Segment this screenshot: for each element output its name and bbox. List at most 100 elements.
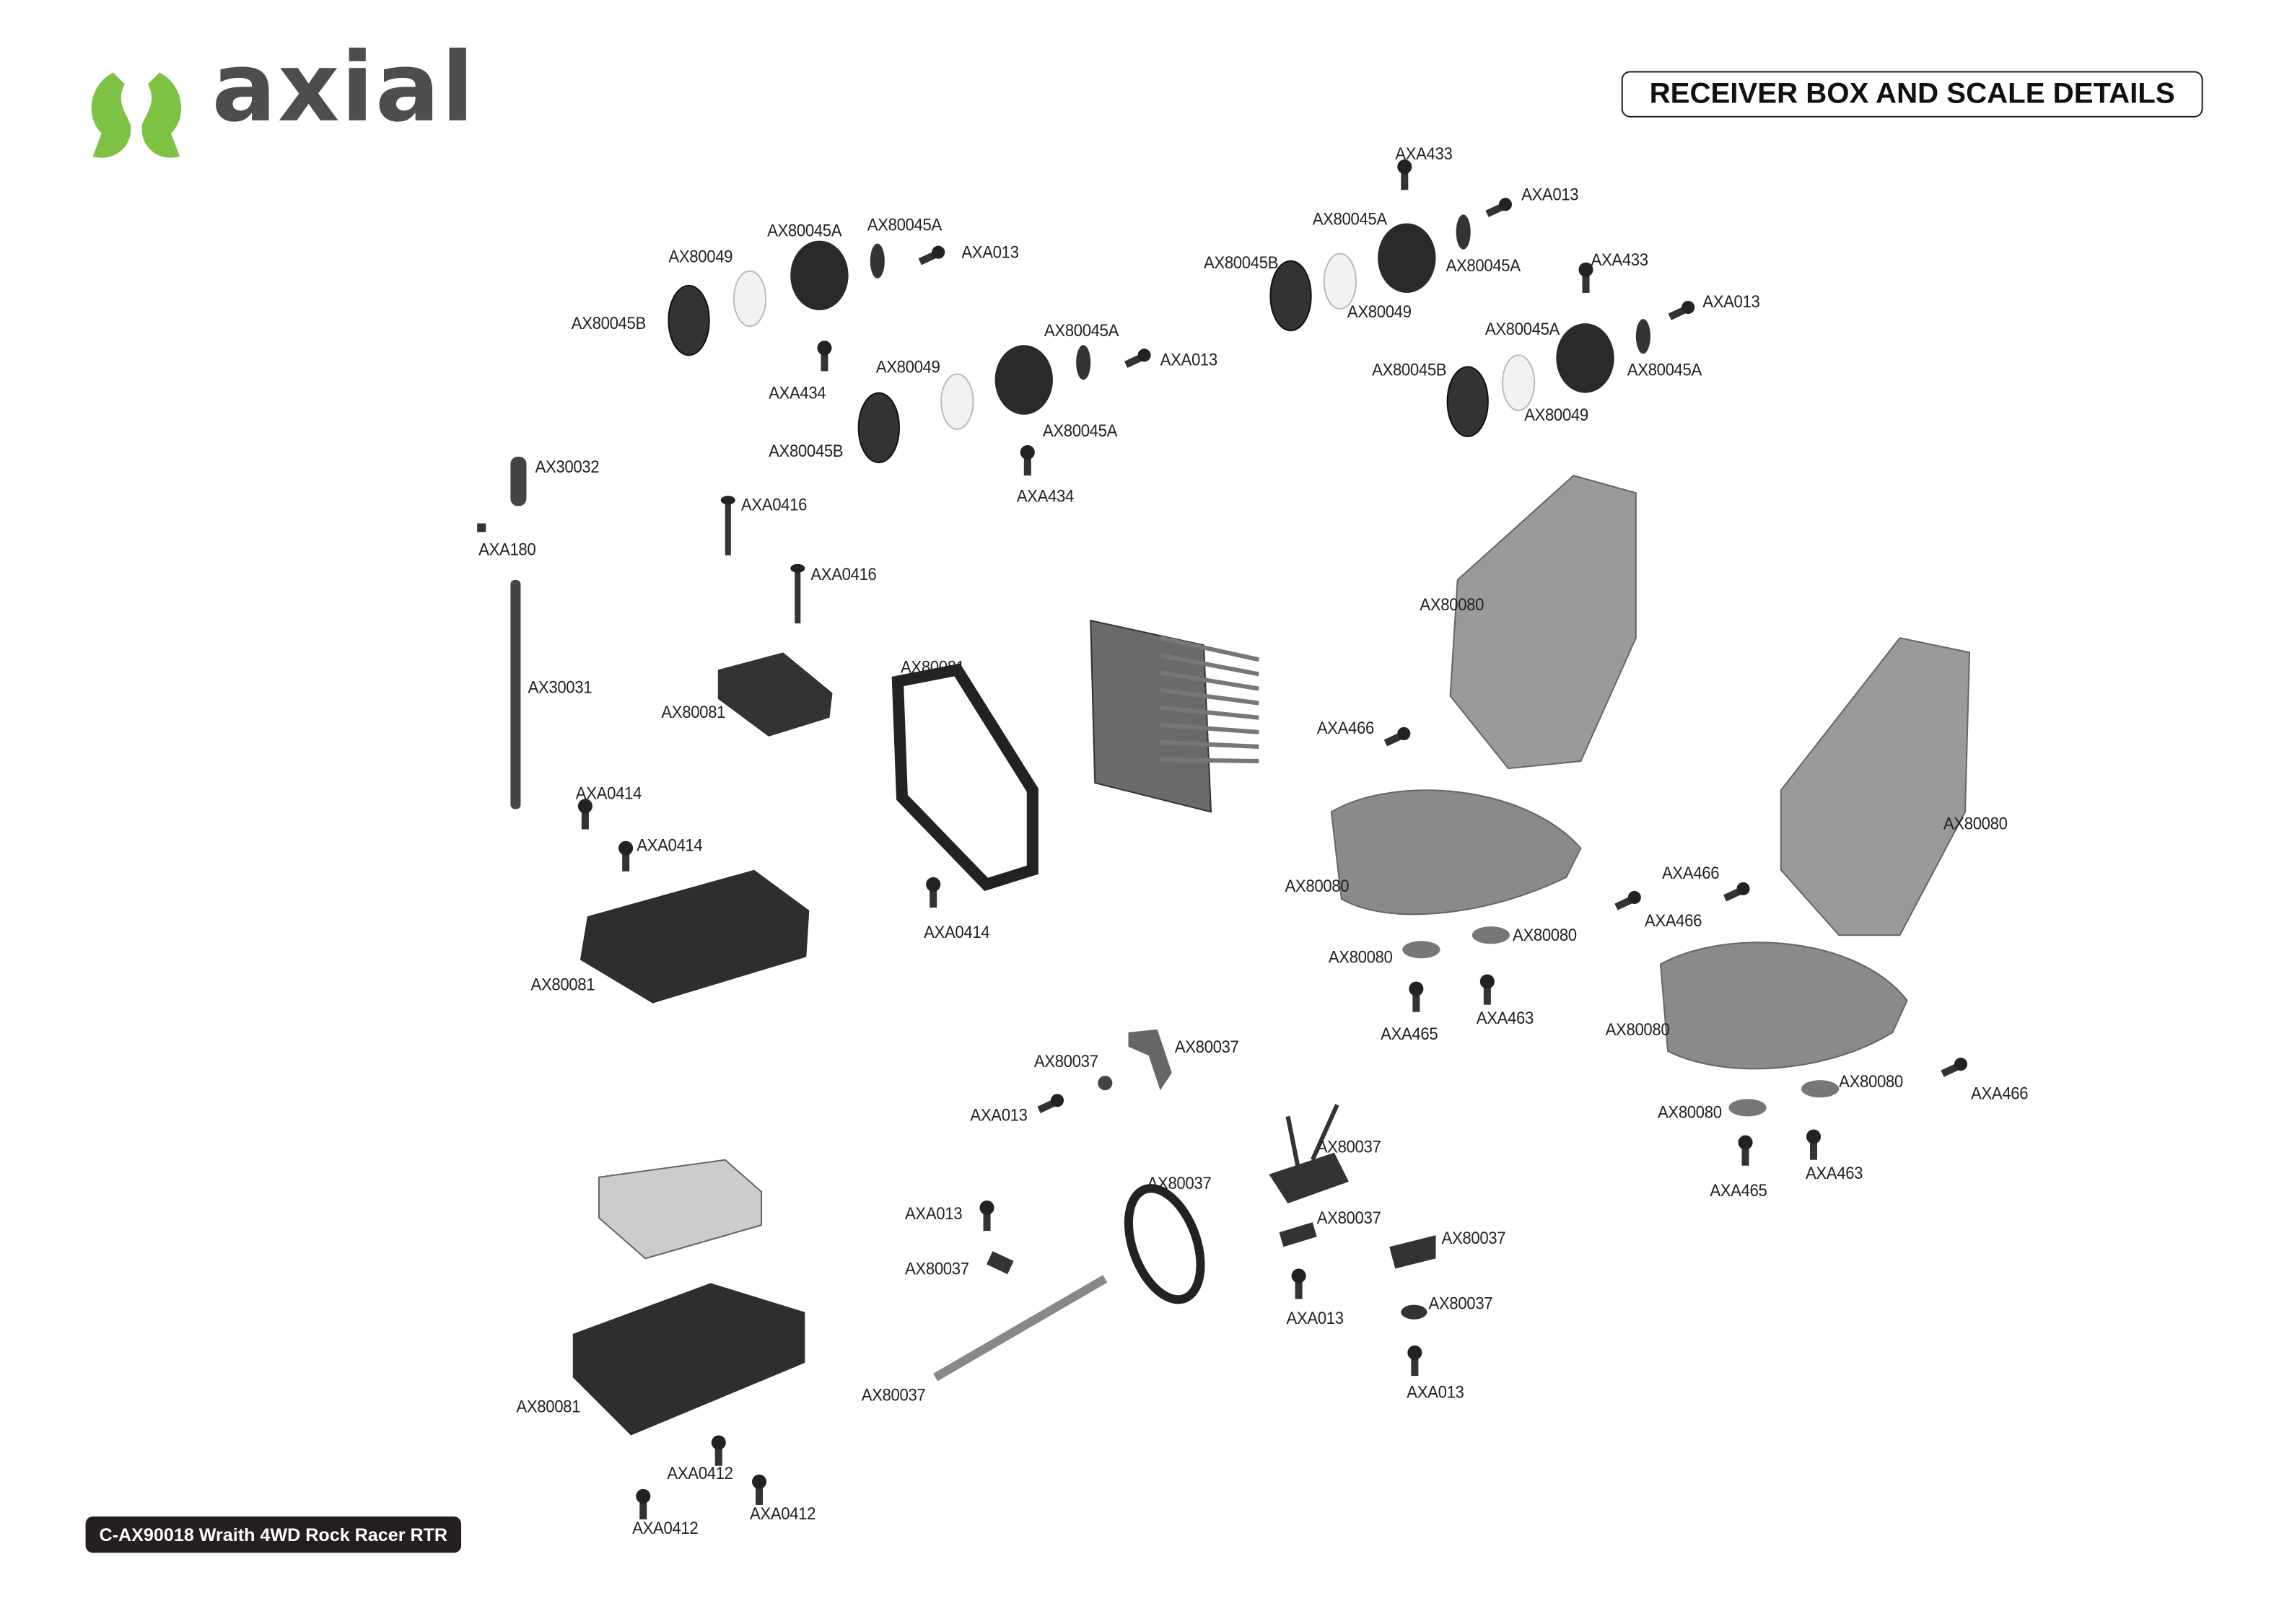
screw-head-icon [1397, 159, 1412, 175]
part-label: AX80045A [1042, 420, 1118, 441]
receiver-box-rack-icon [891, 663, 1038, 892]
screw-head-icon [1498, 198, 1513, 211]
part-label: AXA434 [1016, 486, 1075, 506]
screw-icon [1483, 981, 1491, 1005]
light-bucket-icon [790, 240, 849, 311]
seat-back-icon [1449, 475, 1637, 770]
washer-icon [1402, 941, 1440, 959]
part-label: AX80049 [668, 246, 733, 267]
part-label: AX80049 [875, 356, 940, 377]
screw-icon [1295, 1276, 1303, 1299]
screw-head-icon [1954, 1058, 1968, 1071]
screw-head-icon [1407, 1345, 1422, 1361]
screw-head-icon [790, 563, 805, 573]
screw-head-icon [817, 341, 832, 356]
screw-icon [821, 348, 828, 372]
logo-text: axial [211, 32, 476, 144]
receiver-box-mount-icon [717, 652, 833, 737]
part-label: AX80045A [1484, 319, 1560, 340]
part-label: AX80045B [1372, 359, 1447, 380]
part-label: AX80049 [1347, 301, 1412, 322]
screw-icon [983, 1207, 991, 1232]
screw-icon [930, 884, 937, 908]
heat-fin-icon [1160, 653, 1259, 677]
light-lens-icon [733, 270, 767, 328]
seat-base-icon [1330, 789, 1582, 916]
screw-icon [1582, 269, 1590, 293]
light-cage-icon [857, 392, 900, 464]
shifter-icon [1269, 1152, 1349, 1203]
screw-head-icon [636, 1488, 651, 1504]
part-label: AXA0414 [575, 783, 642, 804]
heat-fin-icon [1160, 670, 1259, 691]
bushing-icon [1098, 1076, 1113, 1091]
nut-icon [477, 523, 486, 532]
light-mount-icon [870, 243, 885, 278]
screw-icon [1412, 988, 1420, 1012]
heat-fin-icon [1160, 722, 1259, 734]
rod-icon [510, 579, 521, 809]
light-cage-icon [1446, 366, 1489, 437]
part-label: AXA013 [1407, 1382, 1464, 1403]
screw-head-icon [1291, 1268, 1306, 1283]
screw-icon [1411, 1352, 1419, 1377]
axial-logo-icon [91, 72, 182, 158]
part-label: AXA0412 [667, 1462, 733, 1483]
part-label: AXA463 [1805, 1162, 1863, 1183]
part-label: AXA0414 [924, 922, 990, 943]
screw-head-icon [720, 496, 735, 505]
screw-head-icon [1738, 1135, 1753, 1150]
shifter-lever-icon [1310, 1104, 1339, 1161]
light-cage-icon [1269, 260, 1312, 332]
screw-head-icon [1050, 1094, 1064, 1107]
screw-head-icon [979, 1200, 994, 1216]
steering-wheel-icon [1124, 1184, 1205, 1304]
screw-icon [756, 1481, 764, 1505]
part-label: AX30031 [528, 677, 592, 698]
part-label: AXA0414 [637, 835, 703, 856]
part-label: AX80080 [1839, 1071, 1903, 1092]
receiver-box-icon [572, 1283, 805, 1436]
part-label: AXA013 [970, 1105, 1028, 1125]
part-label: AXA434 [769, 382, 826, 403]
light-mount-icon [1635, 319, 1650, 354]
electronics-block-icon [1090, 619, 1212, 813]
screw-head-icon [1627, 890, 1641, 904]
shifter-icon [1389, 1235, 1436, 1269]
part-label: AX80045B [1203, 252, 1279, 273]
screw-icon [622, 848, 630, 872]
part-label: AXA465 [1710, 1180, 1767, 1201]
light-lens-icon [1323, 253, 1357, 310]
part-label: AXA0416 [810, 563, 877, 584]
part-label: AX80037 [861, 1384, 926, 1405]
part-label: AX80037 [1316, 1136, 1381, 1157]
knob-base-icon [1401, 1304, 1427, 1320]
screw-icon [581, 806, 589, 830]
heat-fin-icon [1160, 739, 1259, 749]
receiver-box-lid-icon [580, 869, 810, 1004]
screw-head-icon [1397, 727, 1411, 740]
screw-head-icon [1020, 444, 1035, 460]
part-label: AXA013 [1521, 184, 1579, 205]
screw-head-icon [1409, 981, 1424, 996]
part-label: AXA466 [1644, 910, 1702, 931]
part-label: AXA466 [1971, 1083, 2029, 1104]
receiver-icon [598, 1159, 763, 1260]
light-bucket-icon [1556, 323, 1614, 393]
screw-head-icon [1736, 882, 1750, 895]
seat-back-icon [1780, 637, 1971, 936]
part-label: AX80037 [1428, 1293, 1493, 1314]
part-label: AXA0412 [749, 1503, 816, 1524]
screw-icon [725, 500, 731, 556]
part-label: AX80045A [867, 214, 942, 235]
page-title: RECEIVER BOX AND SCALE DETAILS [1621, 71, 2203, 118]
screw-icon [1023, 452, 1031, 476]
part-label: AX80080 [1328, 947, 1393, 967]
heat-fin-icon [1160, 636, 1259, 662]
heat-fin-icon [1160, 705, 1259, 720]
screw-head-icon [1806, 1129, 1822, 1144]
shifter-lever-icon [1285, 1115, 1300, 1168]
part-label: AX80049 [1524, 404, 1588, 425]
